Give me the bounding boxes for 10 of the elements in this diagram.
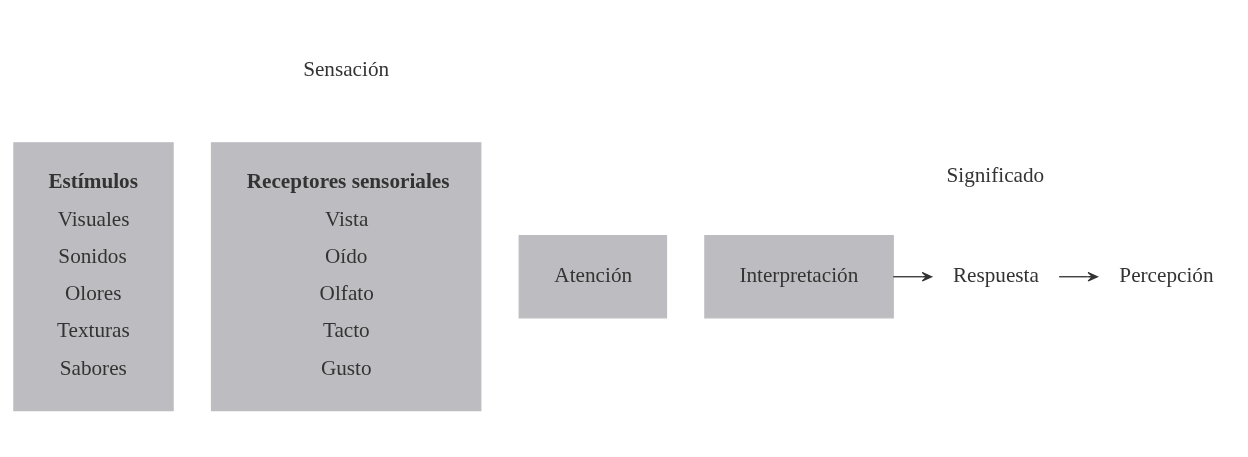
arrow <box>1058 271 1099 282</box>
node-box: Atención <box>518 234 668 319</box>
label: Sensación <box>303 56 390 81</box>
node-box: Estímulos Visuales Sonidos Olores Texturas Sabores <box>13 141 174 411</box>
label: Significado <box>946 162 1045 187</box>
node-box: Interpretación <box>704 234 894 319</box>
node-text: Percepción <box>1119 262 1214 287</box>
arrow <box>892 271 933 282</box>
node-box: Receptores sensoriales Vista Oído Olfato Tacto Gusto <box>210 141 482 411</box>
node-text: Respuesta <box>952 262 1039 287</box>
